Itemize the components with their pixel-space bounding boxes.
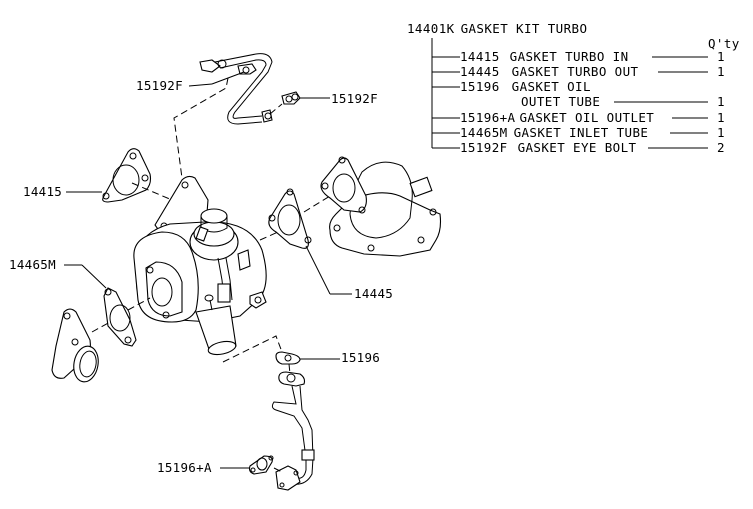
svg-text:15192F: 15192F <box>331 91 378 106</box>
svg-text:1: 1 <box>717 110 725 125</box>
turbocharger-body <box>133 175 267 356</box>
gasket-14465m <box>103 287 137 347</box>
callout-14465m[interactable]: 14465M <box>9 257 107 289</box>
callout-15196[interactable]: 15196 <box>300 350 380 365</box>
banjo-fitting-icon <box>199 59 221 73</box>
oil-drain-tube <box>271 371 315 491</box>
callout-15192f-right[interactable]: 15192F <box>300 91 378 106</box>
exhaust-outlet-housing <box>320 156 442 257</box>
svg-text:1: 1 <box>717 64 725 79</box>
callout-15192f-left[interactable]: 15192F <box>136 71 245 93</box>
gasket-14445 <box>268 188 312 249</box>
svg-text:1: 1 <box>717 49 725 64</box>
callout-14415[interactable]: 14415 <box>23 184 102 199</box>
svg-text:14445: 14445 <box>354 286 393 301</box>
svg-text:14465M: 14465M <box>9 257 56 272</box>
svg-text:15192F: 15192F <box>136 78 183 93</box>
svg-text:1: 1 <box>717 125 725 140</box>
callout-15196a[interactable]: 15196+A <box>157 460 250 475</box>
svg-text:OUTET TUBE: OUTET TUBE <box>521 94 600 109</box>
inlet-elbow <box>51 308 99 383</box>
qty-header: Q'ty <box>708 36 740 51</box>
gasket-15196a <box>248 455 274 475</box>
svg-text:15196+A: 15196+A <box>157 460 212 475</box>
oil-feed-pipe <box>199 53 301 125</box>
svg-text:15196: 15196 <box>341 350 380 365</box>
callout-14445[interactable]: 14445 <box>305 245 393 301</box>
gasket-15196 <box>275 351 301 365</box>
svg-text:14415: 14415 <box>23 184 62 199</box>
svg-text:2: 2 <box>717 140 725 155</box>
svg-text:1: 1 <box>717 94 725 109</box>
gasket-14415 <box>102 148 152 203</box>
